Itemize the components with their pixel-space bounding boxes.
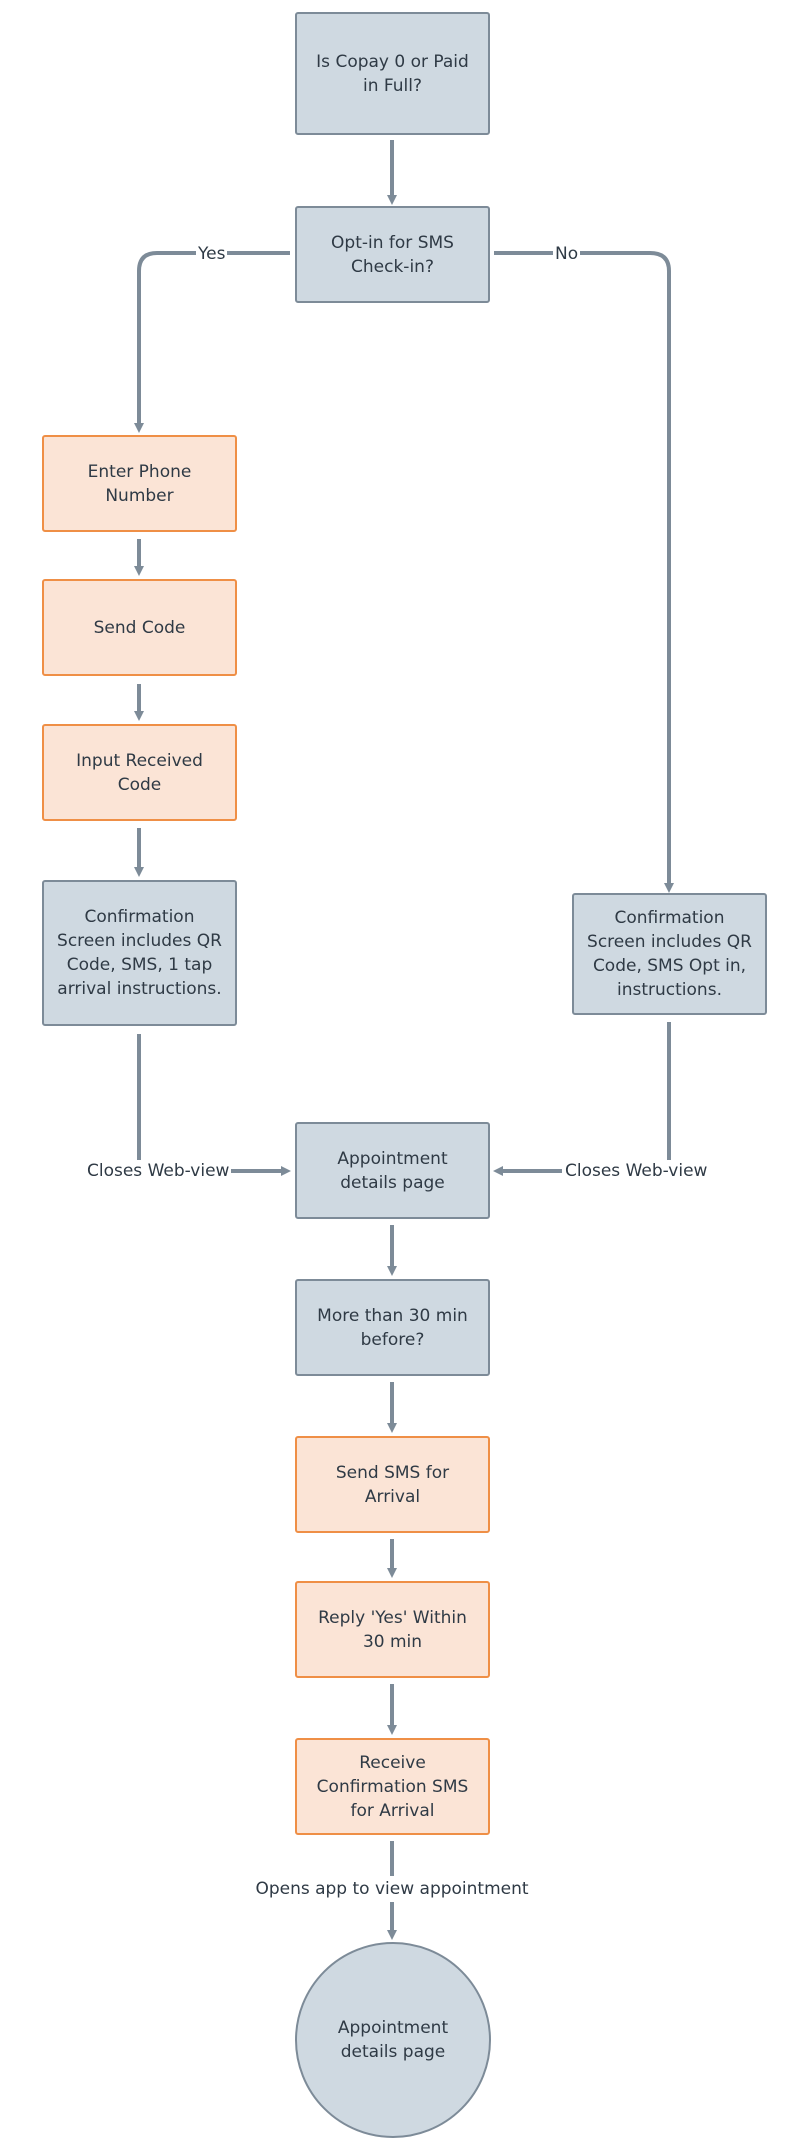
receive-confirmation-node: Receive Confirmation SMS for Arrival (295, 1738, 490, 1835)
more-than-30-node: More than 30 min before? (295, 1279, 490, 1376)
no-label: No (553, 244, 581, 264)
copay-question-node: Is Copay 0 or Paid in Full? (295, 12, 490, 135)
send-code-node: Send Code (42, 579, 237, 676)
send-sms-arrival-node: Send SMS for Arrival (295, 1436, 490, 1533)
opens-app-label: Opens app to view appointment (253, 1879, 531, 1899)
confirmation-left-node: Confirmation Screen includes QR Code, SM… (42, 880, 237, 1026)
connector-optin-yes (134, 251, 290, 433)
appointment-details-final-node: Appointment details page (295, 1942, 491, 2138)
input-code-node: Input Received Code (42, 724, 237, 821)
closes-webview-left-label: Closes Web-view (85, 1161, 232, 1181)
connector-optin-no (494, 251, 674, 893)
sms-optin-question-node: Opt-in for SMS Check-in? (295, 206, 490, 303)
confirmation-right-node: Confirmation Screen includes QR Code, SM… (572, 893, 767, 1015)
yes-label: Yes (196, 244, 228, 264)
enter-phone-node: Enter Phone Number (42, 435, 237, 532)
appointment-details-node: Appointment details page (295, 1122, 490, 1219)
reply-yes-node: Reply 'Yes' Within 30 min (295, 1581, 490, 1678)
closes-webview-right-label: Closes Web-view (563, 1161, 710, 1181)
